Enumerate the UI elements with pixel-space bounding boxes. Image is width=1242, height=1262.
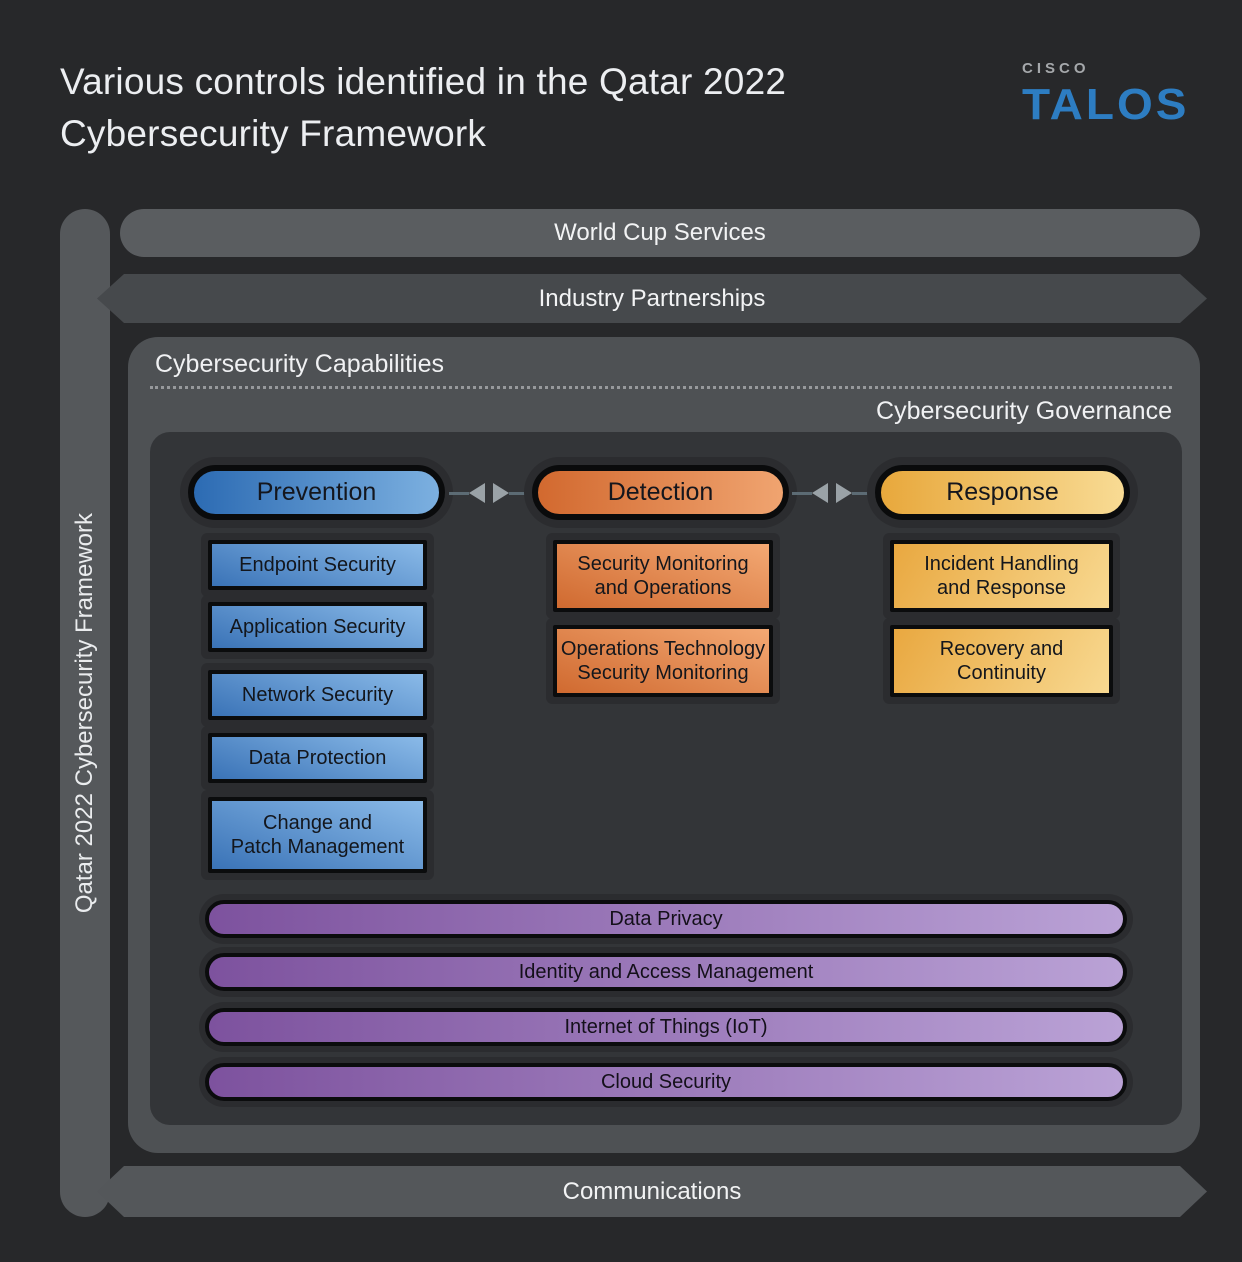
bar-label: Internet of Things (IoT): [564, 1015, 768, 1038]
box-label: Application Security: [229, 616, 406, 638]
arrow-left-icon: [469, 483, 485, 503]
arrow-left-icon: [812, 483, 828, 503]
box-data-protection: Data Protection: [208, 733, 427, 783]
box-label: Endpoint Security: [239, 554, 396, 576]
arrow-right-icon: [493, 483, 509, 503]
box-label: Incident Handling and Response: [924, 553, 1079, 599]
box-label: Security Monitoring and Operations: [577, 553, 749, 599]
pill-response: Response: [875, 465, 1130, 520]
bar-industry-partnerships: Industry Partnerships: [97, 274, 1207, 323]
cisco-talos-logo: CISCO TALOS: [1022, 60, 1212, 132]
box-label: Network Security: [241, 684, 394, 706]
pill-response-label: Response: [946, 478, 1059, 506]
arrow-line: [852, 491, 872, 495]
box-change-and-patch-management: Change and Patch Management: [208, 797, 427, 873]
pill-prevention-label: Prevention: [256, 478, 377, 506]
bar-communications: Communications: [97, 1166, 1207, 1217]
framework-sidebar-label: Qatar 2022 Cybersecurity Framework: [71, 512, 98, 914]
box-security-monitoring-and-operations: Security Monitoring and Operations: [553, 540, 773, 612]
cisco-wordmark: CISCO: [1022, 60, 1090, 77]
page-title-line2: Cybersecurity Framework: [60, 113, 487, 154]
box-recovery-and-continuity: Recovery and Continuity: [890, 625, 1113, 697]
capabilities-label: Cybersecurity Capabilities: [155, 350, 445, 378]
page-title: Various controls identified in the Qatar…: [60, 56, 940, 160]
bidirectional-arrow: [792, 483, 872, 503]
dashed-divider: [150, 386, 1172, 389]
box-label: Recovery and Continuity: [939, 638, 1064, 684]
box-label: Data Protection: [248, 747, 387, 769]
pill-detection-label: Detection: [607, 478, 714, 506]
bar-data-privacy: Data Privacy: [205, 900, 1127, 938]
box-application-security: Application Security: [208, 602, 427, 652]
bar-world-cup-services: World Cup Services: [120, 209, 1200, 257]
arrow-line: [449, 491, 469, 495]
bar-label: Data Privacy: [609, 907, 723, 930]
bidirectional-arrow: [449, 483, 529, 503]
box-incident-handling-and-response: Incident Handling and Response: [890, 540, 1113, 612]
bar-label: Identity and Access Management: [518, 960, 814, 983]
framework-sidebar: Qatar 2022 Cybersecurity Framework: [60, 209, 110, 1217]
arrow-line: [509, 491, 529, 495]
arrow-line: [792, 491, 812, 495]
box-network-security: Network Security: [208, 670, 427, 720]
bar-label: Cloud Security: [600, 1070, 732, 1093]
box-operations-technology-security-monitoring: Operations Technology Security Monitorin…: [553, 625, 773, 697]
bar-industry-partnerships-label: Industry Partnerships: [538, 284, 766, 312]
bar-cloud-security: Cloud Security: [205, 1063, 1127, 1101]
controls-panel: Prevention Detection Response: [150, 432, 1182, 1125]
arrow-right-icon: [836, 483, 852, 503]
bar-identity-and-access-management: Identity and Access Management: [205, 953, 1127, 991]
box-label: Operations Technology Security Monitorin…: [560, 638, 766, 684]
pill-detection: Detection: [532, 465, 789, 520]
box-endpoint-security: Endpoint Security: [208, 540, 427, 590]
governance-label: Cybersecurity Governance: [876, 397, 1172, 425]
box-label: Change and Patch Management: [230, 812, 405, 858]
capabilities-container: Cybersecurity Capabilities Cybersecurity…: [128, 337, 1200, 1153]
talos-wordmark: TALOS: [1022, 78, 1190, 129]
bar-world-cup-services-label: World Cup Services: [554, 219, 766, 246]
bar-communications-label: Communications: [562, 1177, 742, 1205]
page-title-line1: Various controls identified in the Qatar…: [60, 61, 787, 102]
bar-internet-of-things: Internet of Things (IoT): [205, 1008, 1127, 1046]
pill-prevention: Prevention: [188, 465, 445, 520]
